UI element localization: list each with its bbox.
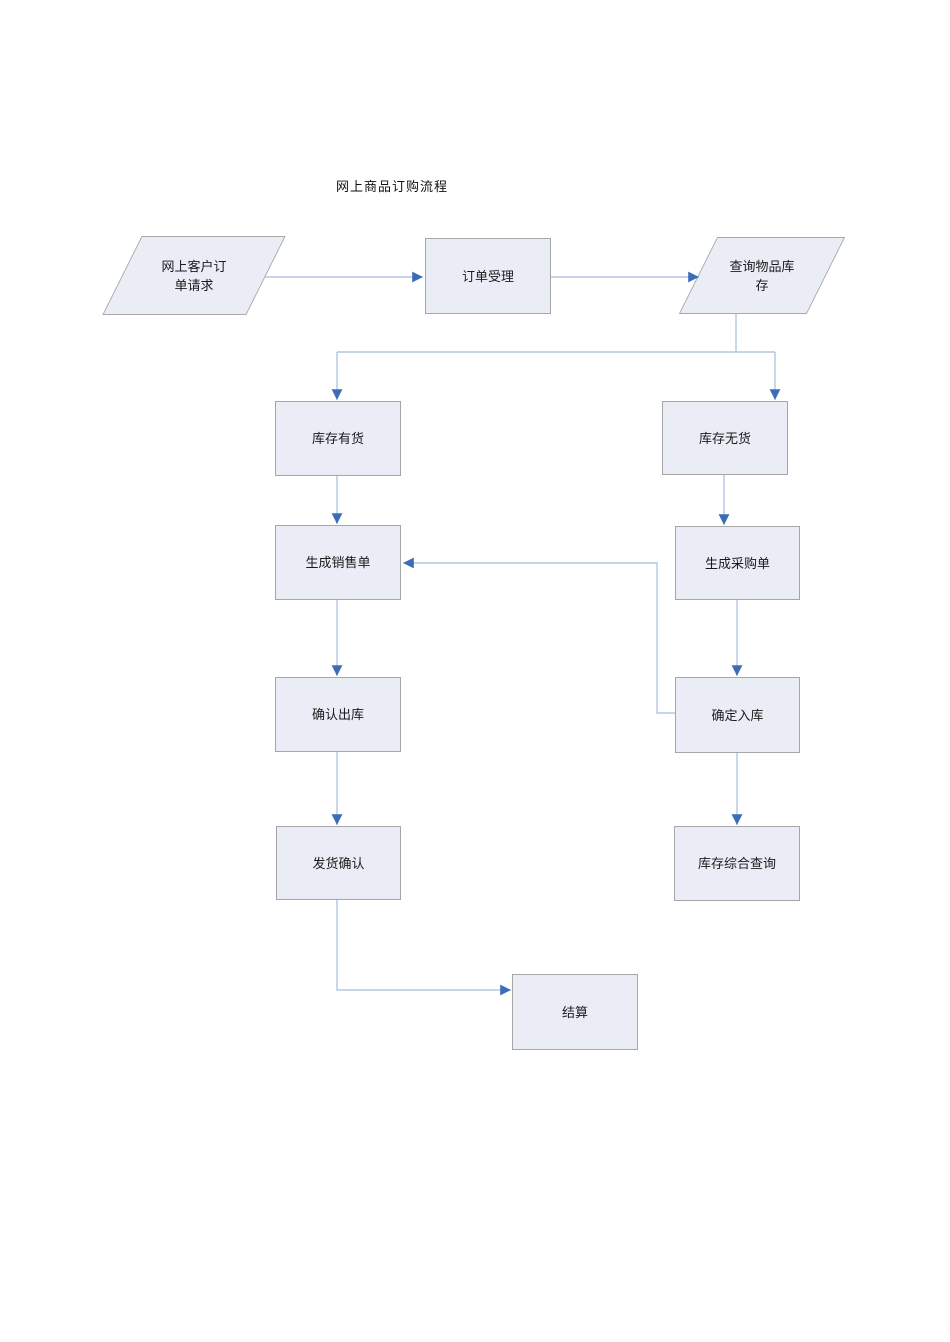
flow-node-shipping-confirm: 发货确认 xyxy=(276,826,401,900)
flow-node-confirm-outbound: 确认出库 xyxy=(275,677,401,752)
flow-node-settlement: 结算 xyxy=(512,974,638,1050)
flow-node-create-sales-order: 生成销售单 xyxy=(275,525,401,600)
node-label: 确认出库 xyxy=(311,707,364,722)
node-label: 生成采购单 xyxy=(704,555,770,571)
parallelogram-shape xyxy=(678,237,846,314)
node-label: 结算 xyxy=(561,1004,588,1020)
connector-shipping-confirm-to-settlement xyxy=(336,900,511,996)
flow-node-stock-available: 库存有货 xyxy=(275,401,401,476)
node-label: 订单受理 xyxy=(461,268,514,284)
node-label: 生成销售单 xyxy=(305,555,371,570)
node-label: 库存综合查询 xyxy=(697,856,776,871)
flow-node-order-accept: 订单受理 xyxy=(425,238,551,314)
flow-node-create-purchase-order: 生成采购单 xyxy=(675,526,800,600)
node-label: 库存无货 xyxy=(698,430,751,446)
diagram-title: 网上商品订购流程 xyxy=(336,179,449,194)
flow-node-confirm-inbound: 确定入库 xyxy=(675,677,800,753)
connector-confirm-inbound-to-create-sales-order xyxy=(403,557,675,714)
flow-node-stock-summary-query: 库存综合查询 xyxy=(674,826,800,901)
node-label: 发货确认 xyxy=(312,855,365,871)
node-label: 确定入库 xyxy=(711,707,764,723)
parallelogram-shape xyxy=(102,236,286,315)
node-label: 库存有货 xyxy=(311,431,364,446)
flow-node-query-stock: 查询物品库存 xyxy=(678,237,846,314)
flow-node-order-request: 网上客户订单请求 xyxy=(102,236,286,315)
flow-node-stock-unavailable: 库存无货 xyxy=(662,401,788,475)
